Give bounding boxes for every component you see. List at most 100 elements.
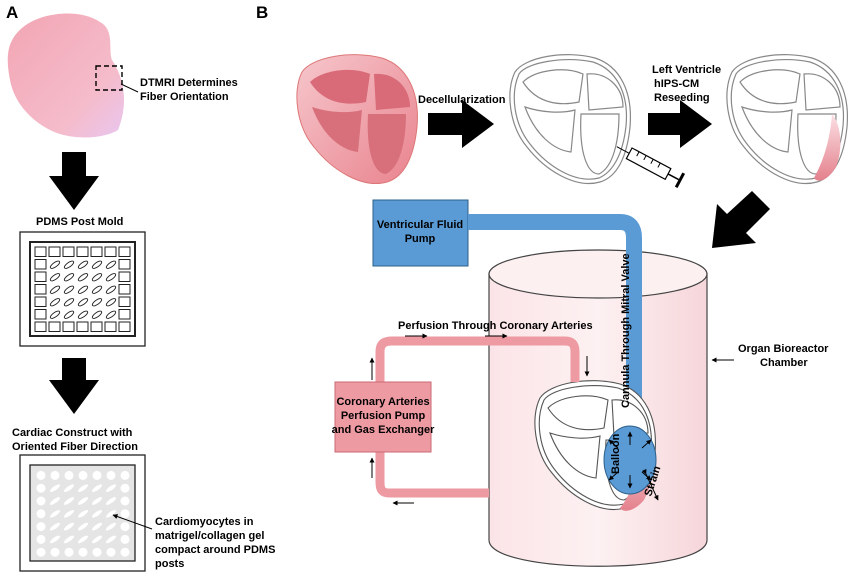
balloon-label: Balloon	[610, 433, 622, 474]
pdms-post	[118, 271, 131, 282]
dtmri-label-1: DTMRI Determines	[140, 77, 238, 89]
construct-post	[36, 496, 46, 506]
construct-post	[120, 496, 130, 506]
dtmri-leader	[120, 83, 139, 93]
organ-label-2: Chamber	[760, 357, 808, 369]
pdms-post	[62, 321, 75, 332]
vent-pump-label-2: Pump	[405, 233, 436, 245]
pdms-fiber	[63, 310, 75, 319]
pdms-fiber	[105, 298, 117, 307]
down-arrow-1	[49, 152, 99, 210]
construct-post	[120, 483, 130, 493]
ventricular-tube	[468, 214, 642, 448]
pdms-post	[90, 321, 103, 332]
pdms-grid	[34, 246, 131, 332]
construct-fiber	[63, 484, 75, 493]
construct-fiber	[49, 484, 61, 493]
pdms-post	[48, 321, 61, 332]
dtmri-roi-box	[95, 65, 123, 91]
pdms-fiber	[49, 310, 61, 319]
coronary-pump	[334, 381, 432, 453]
construct-label-1: Cardiac Construct with	[12, 427, 133, 439]
pdms-fiber	[91, 310, 103, 319]
construct-fiber	[91, 522, 103, 531]
construct-fiber	[63, 535, 75, 544]
perfusion-loop	[375, 336, 580, 498]
construct-fibers	[36, 470, 130, 557]
construct-post	[120, 547, 130, 557]
construct-post	[106, 547, 116, 557]
pdms-fiber	[77, 298, 89, 307]
syringe-icon	[616, 146, 686, 189]
pdms-post	[118, 284, 131, 295]
pdms-fiber	[105, 273, 117, 282]
pdms-fiber	[105, 285, 117, 294]
pdms-fiber	[105, 310, 117, 319]
cm-label-3: compact around PDMS	[155, 544, 275, 556]
cm-arrow	[112, 514, 153, 530]
pdms-post	[34, 284, 47, 295]
organ-label-1: Organ Bioreactor	[738, 343, 829, 355]
ventricular-pump	[372, 199, 469, 267]
pdms-post	[118, 259, 131, 270]
construct-fiber	[77, 497, 89, 505]
pdms-post	[48, 246, 61, 257]
construct-post	[92, 547, 102, 557]
construct-post	[50, 547, 60, 557]
pdms-post	[34, 259, 47, 270]
pdms-fiber	[49, 260, 61, 269]
pdms-fiber	[77, 273, 89, 282]
panel-b-label: B	[256, 3, 268, 22]
construct-fiber	[49, 522, 61, 531]
pdms-fiber	[77, 310, 89, 319]
cm-label-4: posts	[155, 558, 184, 570]
lv-label-3: Reseeding	[654, 92, 710, 104]
construct-post	[120, 509, 130, 519]
tissue-sample	[7, 13, 125, 138]
pdms-post	[34, 271, 47, 282]
construct-fiber	[105, 522, 117, 531]
pdms-post	[104, 321, 117, 332]
coronary-label-3: and Gas Exchanger	[332, 424, 435, 436]
heart-native	[296, 54, 418, 184]
construct-fiber	[77, 484, 89, 493]
pdms-fiber	[49, 298, 61, 307]
construct-fiber	[77, 535, 89, 544]
pdms-post	[34, 309, 47, 320]
construct-fiber	[105, 535, 117, 544]
construct-fiber	[105, 497, 117, 505]
construct-fiber	[91, 509, 103, 518]
construct-post	[120, 522, 130, 532]
pdms-fiber	[91, 273, 103, 282]
pdms-mold-inner	[29, 241, 136, 337]
arrow-decell	[428, 100, 494, 148]
vent-pump-label-1: Ventricular Fluid	[377, 219, 463, 231]
pdms-fiber	[77, 260, 89, 269]
arrow-to-chamber	[712, 191, 770, 248]
construct-fiber	[77, 509, 89, 518]
dtmri-label-2: Fiber Orientation	[140, 91, 229, 103]
pdms-fiber	[63, 298, 75, 307]
pdms-post	[104, 246, 117, 257]
cm-label-2: matrigel/collagen gel	[155, 530, 264, 542]
construct-fiber	[91, 535, 103, 544]
pdms-fiber	[63, 285, 75, 294]
construct-fiber	[49, 535, 61, 544]
construct-post	[120, 470, 130, 480]
pdms-post	[34, 246, 47, 257]
construct-post	[50, 470, 60, 480]
pdms-post	[34, 321, 47, 332]
construct-fiber	[63, 497, 75, 505]
cm-label-1: Cardiomyocytes in	[155, 516, 254, 528]
pdms-post	[118, 296, 131, 307]
construct-post	[120, 534, 130, 544]
construct-post	[64, 547, 74, 557]
construct-post	[36, 483, 46, 493]
pdms-fiber	[63, 260, 75, 269]
construct-post	[36, 522, 46, 532]
panel-a-label: A	[6, 3, 18, 22]
construct-post	[36, 547, 46, 557]
down-arrow-2	[49, 358, 99, 414]
construct-post	[36, 470, 46, 480]
